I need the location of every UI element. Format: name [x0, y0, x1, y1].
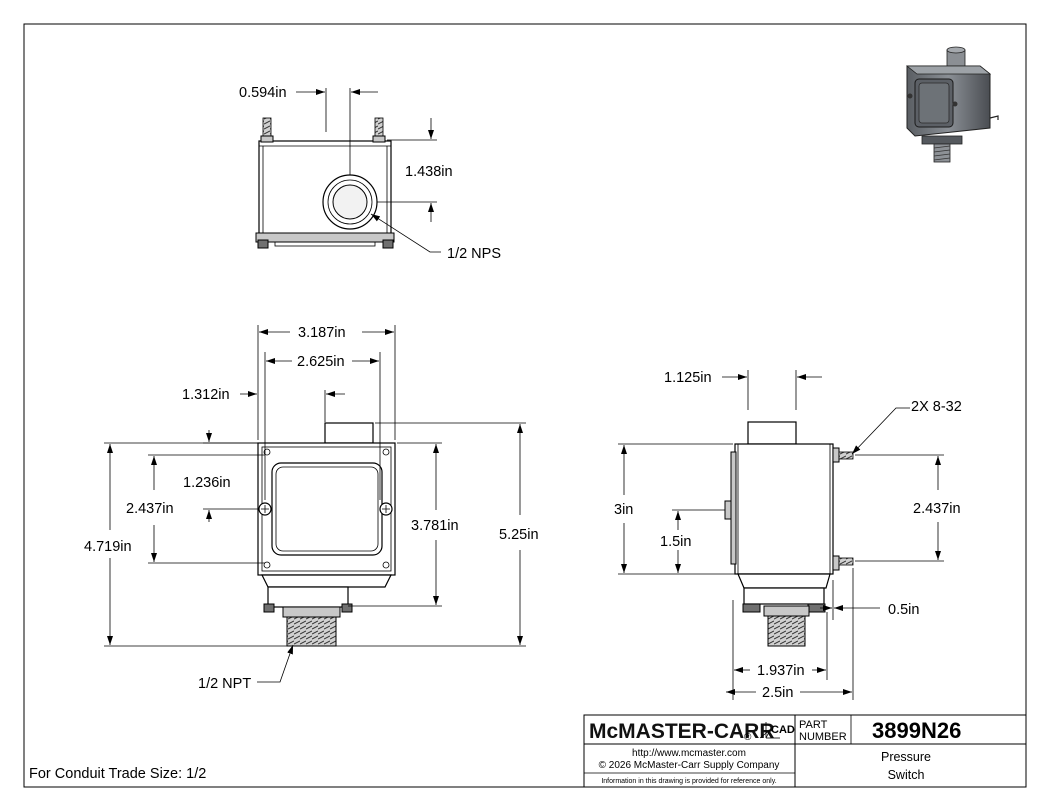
description: Pressure	[881, 750, 931, 764]
dim-label: 2.437in	[913, 501, 961, 517]
title-block: McMASTER-CARR ® CAD PART NUMBER 3899N26 …	[583, 714, 1027, 788]
disclaimer: Information in this drawing is provided …	[601, 778, 776, 785]
dim-label: 1.937in	[757, 663, 805, 679]
dim-label: 2.5in	[762, 685, 793, 701]
dim-label: 3in	[614, 502, 633, 518]
dim-label: 1.312in	[182, 387, 230, 403]
website: http://www.mcmaster.com	[632, 748, 746, 759]
description: Switch	[888, 768, 925, 782]
part-number: 3899N26	[872, 718, 961, 743]
callout-label: 1/2 NPT	[198, 676, 251, 692]
dim-label: 2.437in	[126, 501, 174, 517]
side-view: 1.125in 2X 8-32 3in 1.5in 2.437in 0.5in …	[614, 370, 962, 701]
dim-label: 3.781in	[411, 518, 459, 534]
callout-label: 1/2 NPS	[447, 246, 501, 262]
brand-logo: McMASTER-CARR	[589, 720, 775, 743]
top-view: 0.594in 1.438in 1/2 NPS	[239, 85, 501, 262]
dim-label: 0.594in	[239, 85, 287, 101]
dim-label: 2.625in	[297, 354, 345, 370]
cad-mark: CAD	[771, 724, 795, 736]
dim-label: 1.236in	[183, 475, 231, 491]
part-number-label: NUMBER	[799, 731, 847, 743]
dim-label: 3.187in	[298, 325, 346, 341]
product-thumbnail	[905, 46, 999, 163]
cad-icon	[759, 722, 780, 739]
dim-label: 1.438in	[405, 164, 453, 180]
dim-label: 4.719in	[84, 539, 132, 555]
dim-label: 1.125in	[664, 370, 712, 386]
copyright: © 2026 McMaster-Carr Supply Company	[599, 760, 780, 771]
registered-mark: ®	[744, 732, 752, 743]
callout-label: 2X 8-32	[911, 399, 962, 415]
dim-label: 5.25in	[499, 527, 539, 543]
part-number-label: PART	[799, 719, 828, 731]
dim-label: 0.5in	[888, 602, 919, 618]
front-view: 3.187in 2.625in 1.312in 1.236in 2.437in …	[84, 325, 539, 692]
conduit-note: For Conduit Trade Size: 1/2	[29, 766, 206, 782]
dim-label: 1.5in	[660, 534, 691, 550]
drawing-border	[23, 23, 1027, 788]
